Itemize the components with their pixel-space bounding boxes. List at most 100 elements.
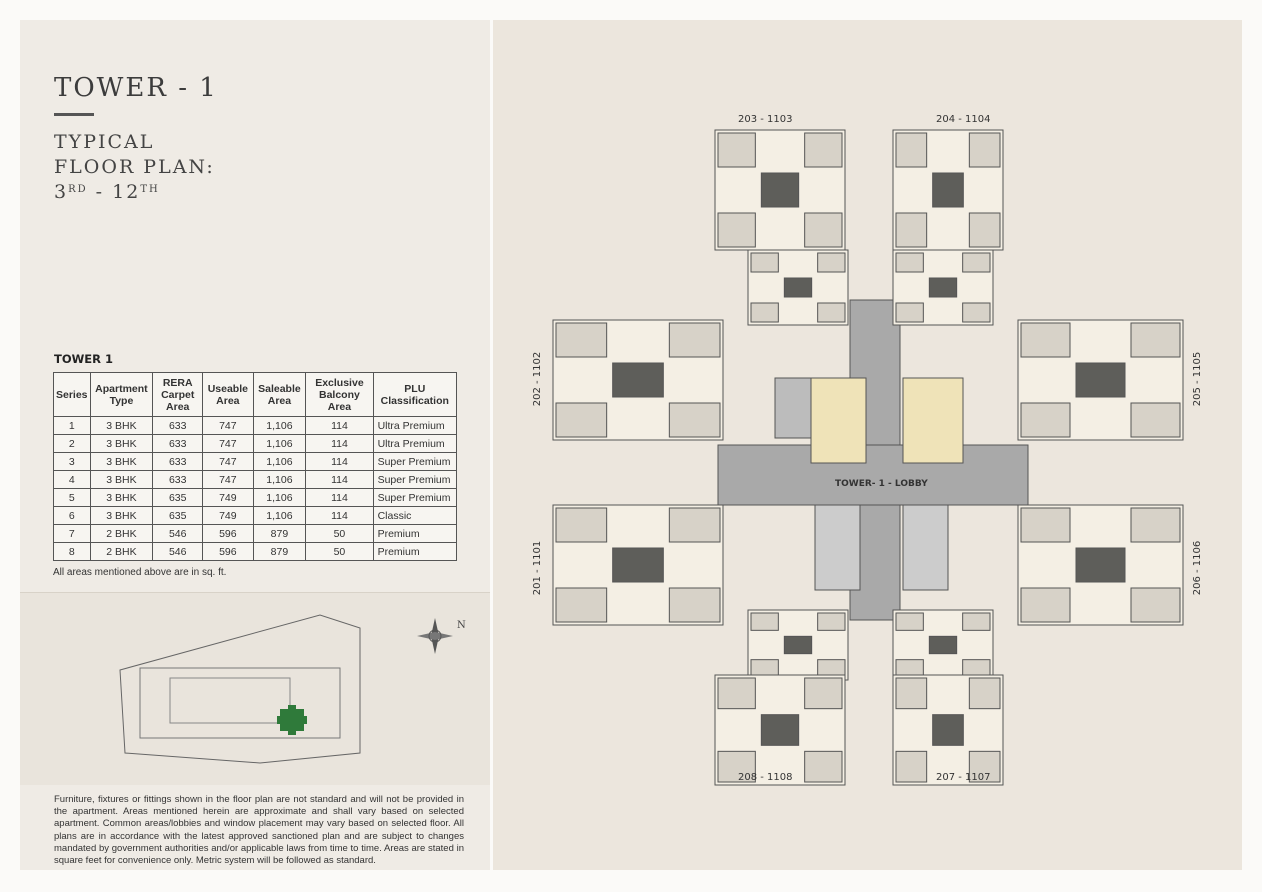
table-cell: 2 BHK (89, 524, 154, 543)
room (817, 612, 846, 631)
key-plan-panel: N (20, 592, 490, 785)
table-cell: 633 (152, 452, 204, 471)
column-header: Apartment Type (89, 372, 154, 417)
room (1130, 587, 1181, 623)
room (968, 212, 1001, 248)
table-cell: 114 (305, 470, 374, 489)
room (555, 507, 608, 543)
floor-to: 12 (112, 181, 141, 203)
table-cell: 749 (202, 506, 254, 525)
column-header: Exclusive Balcony Area (305, 372, 374, 417)
room (962, 612, 991, 631)
room (750, 252, 779, 273)
room (1130, 507, 1181, 543)
table-cell: 3 BHK (89, 470, 154, 489)
unit-label-201-1101: 201 - 1101 (532, 540, 543, 596)
table-cell: Ultra Premium (372, 434, 458, 453)
column-header: Saleable Area (252, 372, 307, 417)
lift-core (902, 504, 949, 591)
column-header: Useable Area (202, 372, 254, 417)
table-cell: Super Premium (372, 470, 458, 489)
room (932, 172, 964, 208)
table-cell: 633 (152, 470, 204, 489)
table-cell: 7 (53, 524, 91, 543)
table-note: All areas mentioned above are in sq. ft. (53, 567, 227, 578)
table-cell: 635 (152, 506, 204, 525)
room (1130, 402, 1181, 438)
room (1075, 547, 1126, 583)
table-cell: 1,106 (252, 416, 307, 435)
room (804, 750, 843, 783)
table-cell: 633 (152, 434, 204, 453)
room (962, 302, 991, 323)
room (817, 302, 846, 323)
table-cell: 114 (305, 434, 374, 453)
table-cell: 2 (53, 434, 91, 453)
table-cell: 596 (202, 524, 254, 543)
room (817, 252, 846, 273)
table-cell: 747 (202, 470, 254, 489)
table-cell: Premium (372, 542, 458, 561)
room (750, 612, 779, 631)
table-cell: 3 BHK (89, 416, 154, 435)
table-cell: 8 (53, 542, 91, 561)
room (932, 714, 964, 746)
north-arrow-icon (417, 618, 453, 654)
table-cell: 50 (305, 542, 374, 561)
unit-label-205-1105: 205 - 1105 (1192, 351, 1203, 407)
room (668, 587, 721, 623)
table-title: TOWER 1 (54, 352, 114, 366)
room (895, 302, 924, 323)
column-header: PLU Classification (372, 372, 458, 417)
room (668, 402, 721, 438)
table-cell: 114 (305, 488, 374, 507)
table-cell: 114 (305, 452, 374, 471)
floor-from-suffix: RD (68, 184, 88, 195)
table-cell: 747 (202, 434, 254, 453)
table-cell: 747 (202, 452, 254, 471)
floor-range: 3RD - 12TH (54, 180, 215, 205)
room (895, 677, 928, 710)
room (668, 507, 721, 543)
room (968, 677, 1001, 710)
room (555, 402, 608, 438)
subtitle-line1: TYPICAL (54, 131, 155, 153)
room (717, 750, 756, 783)
unit-label-202-1102: 202 - 1102 (532, 351, 543, 407)
table-cell: 4 (53, 470, 91, 489)
unit-label-206-1106: 206 - 1106 (1192, 540, 1203, 596)
table-cell: 1,106 (252, 434, 307, 453)
room (962, 659, 991, 678)
room (895, 750, 928, 783)
room (1020, 507, 1071, 543)
page-title: TOWER - 1 (54, 73, 218, 103)
title-rule (54, 113, 94, 116)
table-cell: 1,106 (252, 506, 307, 525)
unit-label-207-1107: 207 - 1107 (936, 772, 991, 783)
floor-from: 3 (54, 181, 69, 203)
floor-plan (552, 129, 1184, 786)
subtitle-line2: FLOOR PLAN: (54, 156, 215, 178)
table-cell: 749 (202, 488, 254, 507)
table-cell: 1,106 (252, 470, 307, 489)
table-cell: Super Premium (372, 488, 458, 507)
room (895, 659, 924, 678)
room (968, 750, 1001, 783)
table-cell: 114 (305, 416, 374, 435)
room (804, 212, 843, 248)
table-cell: 546 (152, 524, 204, 543)
table-cell: 3 (53, 452, 91, 471)
table-cell: 633 (152, 416, 204, 435)
room (750, 302, 779, 323)
north-label: N (457, 620, 466, 631)
floor-separator: - (87, 181, 113, 203)
table-cell: Super Premium (372, 452, 458, 471)
table-cell: 5 (53, 488, 91, 507)
room (555, 322, 608, 358)
table-cell: 3 BHK (89, 452, 154, 471)
